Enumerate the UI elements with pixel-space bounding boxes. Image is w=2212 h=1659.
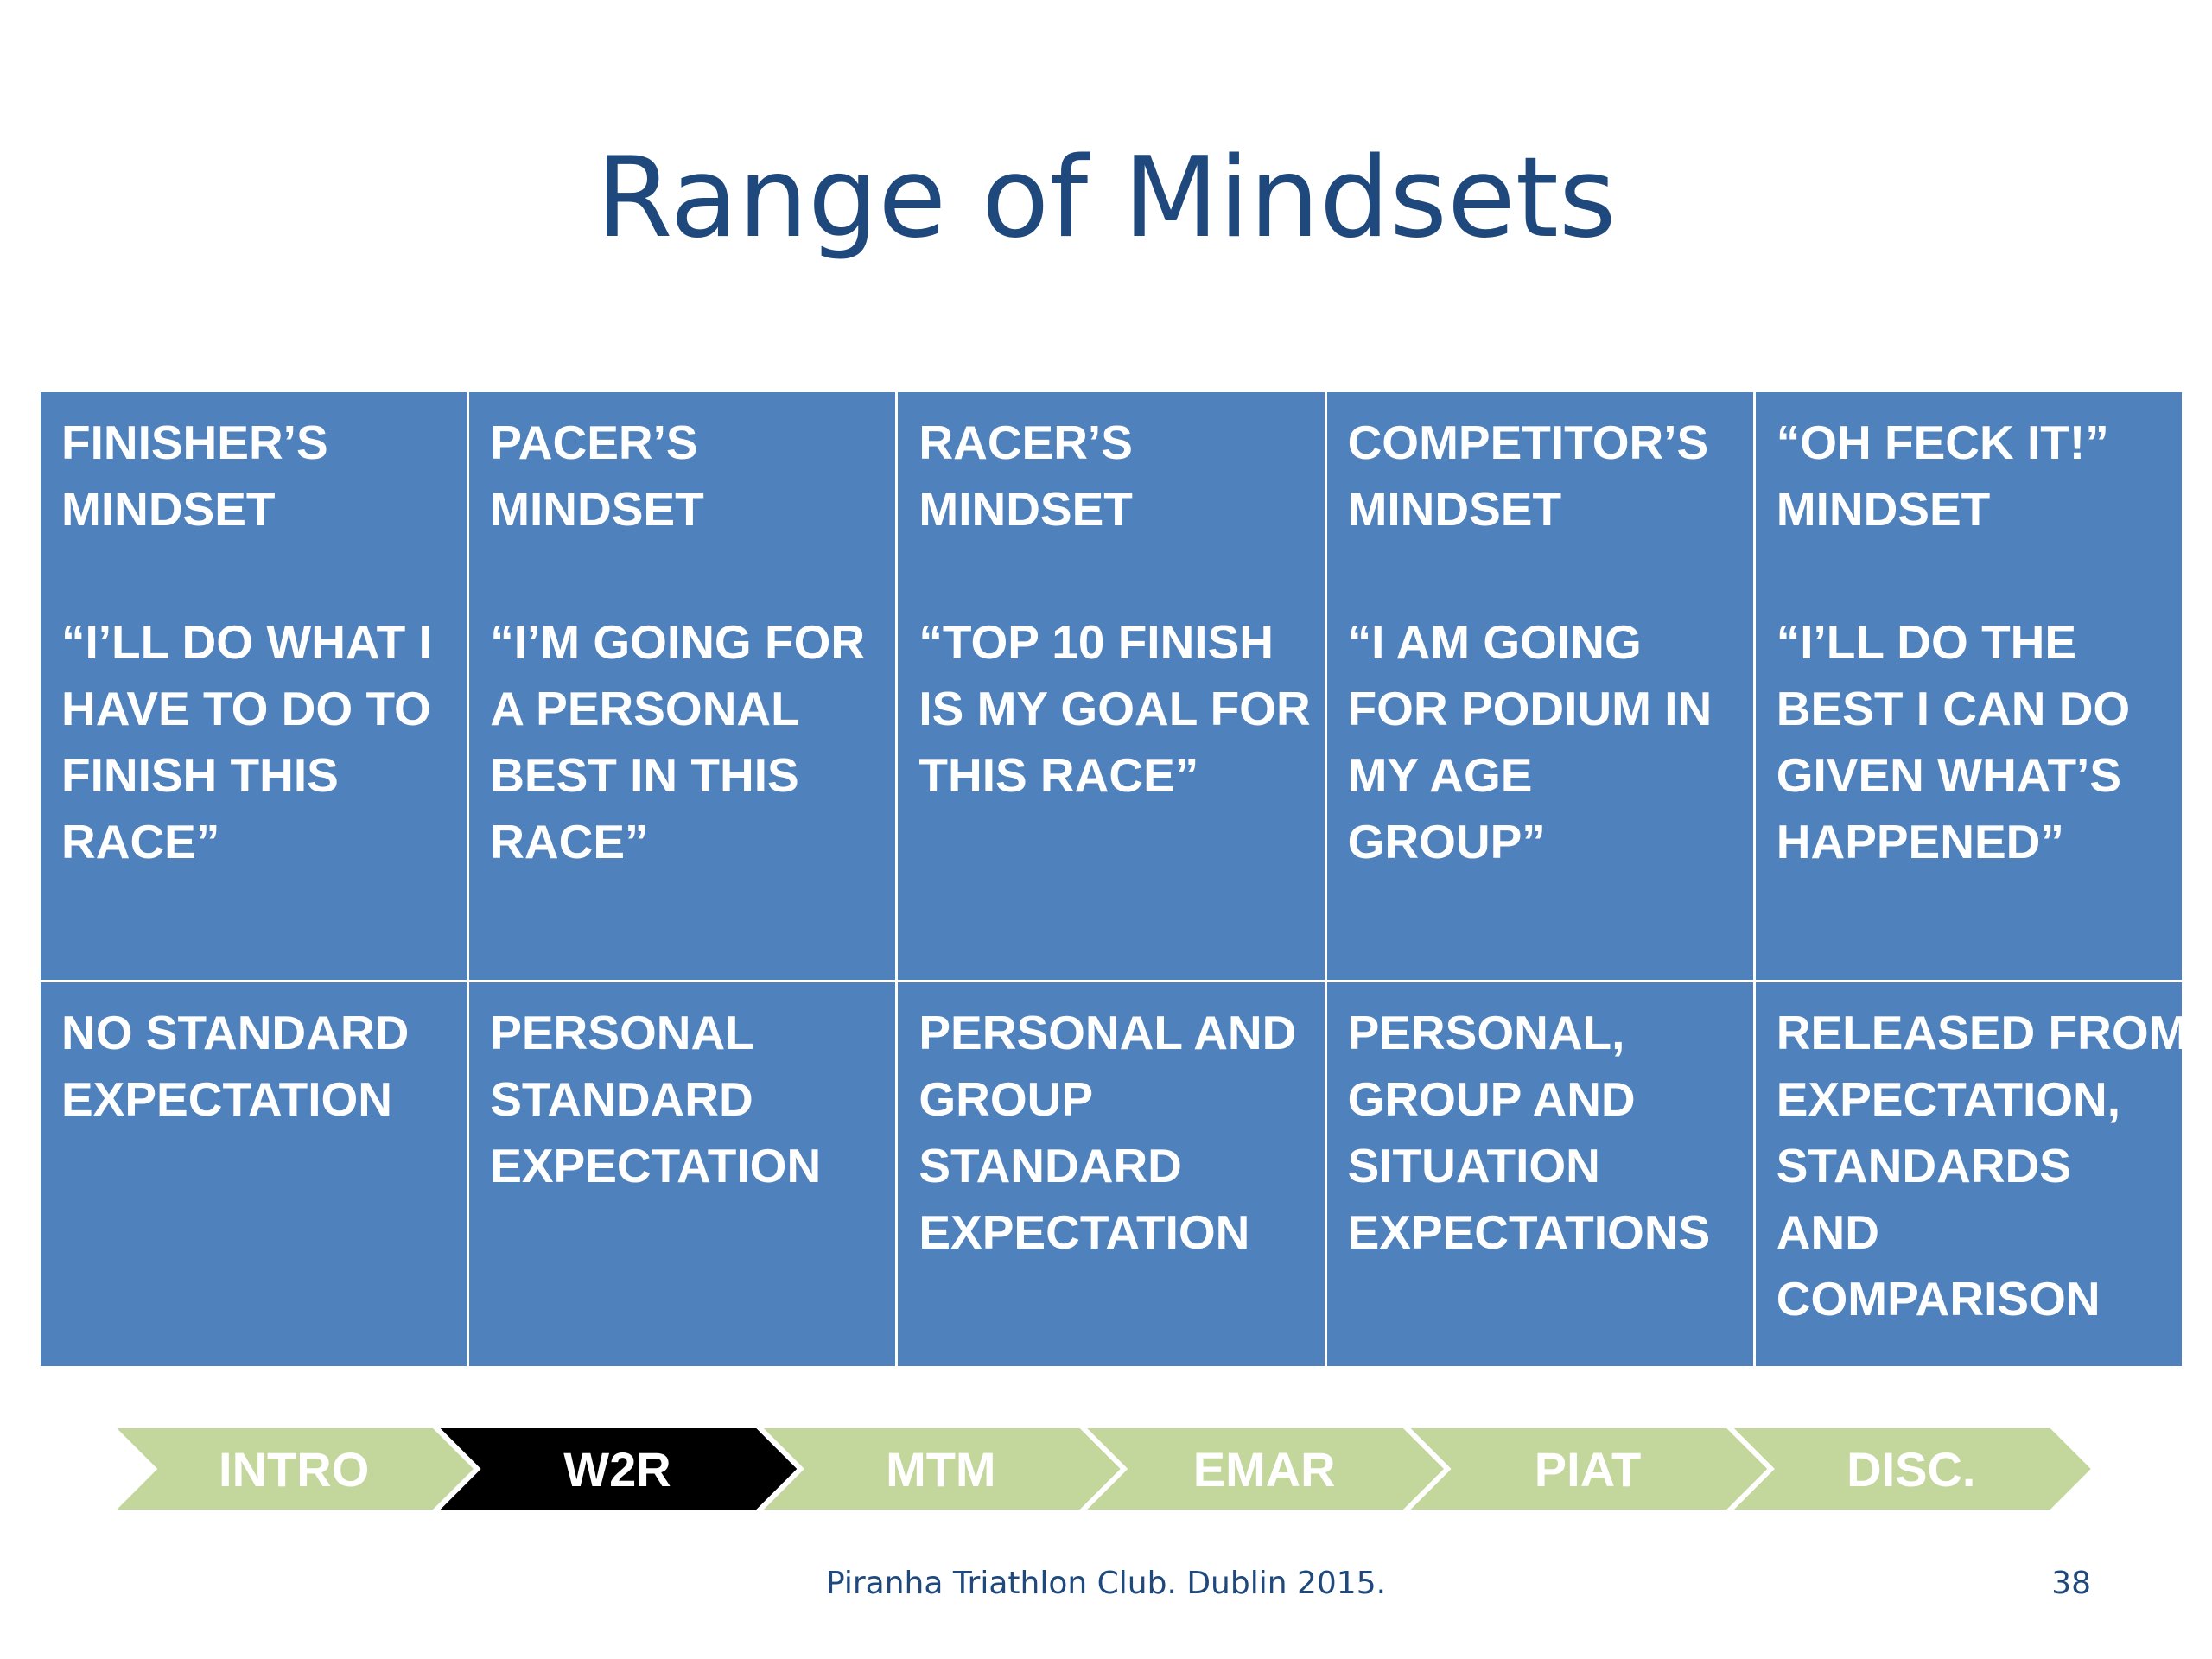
expectation-text-line: STANDARD (918, 1139, 1182, 1192)
mindset-quote-line: “TOP 10 FINISH (918, 615, 1274, 669)
line-spacer (61, 543, 446, 609)
mindset-header-line: MINDSET (490, 482, 704, 536)
footer-text: Piranha Triathlon Club. Dublin 2015. (825, 1566, 1387, 1601)
line-spacer (1348, 543, 1732, 609)
expectation-text-line: PERSONAL AND (918, 1006, 1297, 1059)
mindset-cell-oh-feck-it: “OH FECK IT!” MINDSET “I’LL DO THE BEST I … (1752, 390, 2185, 982)
nav-label: W2R (563, 1442, 671, 1497)
expectation-text-line: GROUP AND (1347, 1072, 1636, 1126)
mindset-quote-line: HAVE TO DO TO (61, 682, 431, 735)
mindset-quote-line: GIVEN WHAT’S (1776, 748, 2122, 802)
nav-label: INTRO (219, 1442, 369, 1497)
mindset-quote-line: FOR PODIUM IN (1347, 682, 1713, 735)
mindset-quote-line: THIS RACE” (918, 748, 1199, 802)
mindset-cell-racer: RACER’S MINDSET “TOP 10 FINISH IS MY GOAL … (895, 390, 1327, 982)
expectation-text-line: PERSONAL, (1347, 1006, 1625, 1059)
expectation-text-line: EXPECTATION (918, 1205, 1250, 1259)
expectation-text-line: EXPECTATION (490, 1139, 822, 1192)
mindset-header-line: RACER’S (918, 416, 1133, 469)
line-spacer (490, 543, 874, 609)
expectation-text-line: EXPECTATIONS (1347, 1205, 1711, 1259)
navigation-chevrons: INTRO W2R MTM EMAR PIAT DISC. (104, 1423, 2099, 1515)
mindset-quote-line: A PERSONAL (490, 682, 800, 735)
expectation-text-line: GROUP (918, 1072, 1094, 1126)
nav-label: EMAR (1193, 1442, 1336, 1497)
mindset-quote-line: RACE” (61, 815, 220, 868)
expectation-text-line: COMPARISON (1776, 1272, 2101, 1325)
expectation-text-line: RELEASED FROM (1776, 1006, 2183, 1059)
mindset-quote-line: HAPPENED” (1776, 815, 2064, 868)
expectation-cell-oh-feck-it: RELEASED FROM EXPECTATION, STANDARDS AND COM… (1752, 980, 2185, 1369)
mindset-quote-line: “I’LL DO THE (1776, 615, 2077, 669)
expectation-text-line: EXPECTATION, (1776, 1072, 2121, 1126)
mindset-cell-pacer: PACER’S MINDSET “I’M GOING FOR A PERSONAL B… (467, 390, 899, 982)
expectation-cell-pacer: PERSONAL STANDARD EXPECTATION (467, 980, 899, 1369)
mindset-header-line: COMPETITOR’S (1347, 416, 1709, 469)
mindset-quote-line: “I AM GOING (1347, 615, 1642, 669)
expectation-text-line: NO STANDARD (61, 1006, 410, 1059)
line-spacer (918, 543, 1303, 609)
mindset-quote-line: RACE” (490, 815, 649, 868)
mindset-quote-line: “I’LL DO WHAT I (61, 615, 432, 669)
expectation-text-line: STANDARDS (1776, 1139, 2071, 1192)
mindset-quote-line: MY AGE (1347, 748, 1533, 802)
mindset-header-line: MINDSET (1776, 482, 1991, 536)
mindset-quote-line: “I’M GOING FOR (490, 615, 866, 669)
expectation-text-line: AND (1776, 1205, 1879, 1259)
mindset-quote-line: BEST IN THIS (490, 748, 799, 802)
expectation-text-line: STANDARD (490, 1072, 753, 1126)
mindset-header-line: MINDSET (918, 482, 1133, 536)
expectation-cell-finisher: NO STANDARD EXPECTATION (37, 980, 470, 1369)
mindset-header-line: FINISHER’S (61, 416, 328, 469)
mindset-cell-finisher: FINISHER’S MINDSET “I’LL DO WHAT I HAVE TO… (37, 390, 470, 982)
nav-label: MTM (886, 1442, 996, 1497)
mindset-quote-line: GROUP” (1347, 815, 1546, 868)
mindset-header-line: PACER’S (490, 416, 698, 469)
expectation-cell-competitor: PERSONAL, GROUP AND SITUATION EXPECTATIONS (1324, 980, 1756, 1369)
mindset-header-line: “OH FECK IT!” (1776, 416, 2109, 469)
slide-title: Range of Mindsets (595, 134, 1617, 263)
mindset-header-line: MINDSET (1347, 482, 1562, 536)
mindset-row: FINISHER’S MINDSET “I’LL DO WHAT I HAVE TO… (37, 390, 2185, 982)
line-spacer (1777, 543, 2161, 609)
expectation-cell-racer: PERSONAL AND GROUP STANDARD EXPECTATION (895, 980, 1327, 1369)
expectation-text-line: PERSONAL (490, 1006, 754, 1059)
expectation-text-line: SITUATION (1347, 1139, 1600, 1192)
page-number: 38 (2051, 1566, 2091, 1601)
mindset-cell-competitor: COMPETITOR’S MINDSET “I AM GOING FOR PODIU… (1324, 390, 1756, 982)
mindset-quote-line: FINISH THIS (61, 748, 339, 802)
nav-label: PIAT (1535, 1442, 1641, 1497)
mindset-quote-line: BEST I CAN DO (1776, 682, 2131, 735)
mindset-quote-line: IS MY GOAL FOR (918, 682, 1311, 735)
expectation-text-line: EXPECTATION (61, 1072, 392, 1126)
section-navigation: INTRO W2R MTM EMAR PIAT DISC. (104, 1423, 2099, 1515)
mindset-header-line: MINDSET (61, 482, 276, 536)
nav-label: DISC. (1847, 1442, 1975, 1497)
expectation-row: NO STANDARD EXPECTATION PERSONAL STANDARD E… (37, 980, 2185, 1369)
mindset-table: FINISHER’S MINDSET “I’LL DO WHAT I HAVE TO… (37, 390, 2185, 1369)
